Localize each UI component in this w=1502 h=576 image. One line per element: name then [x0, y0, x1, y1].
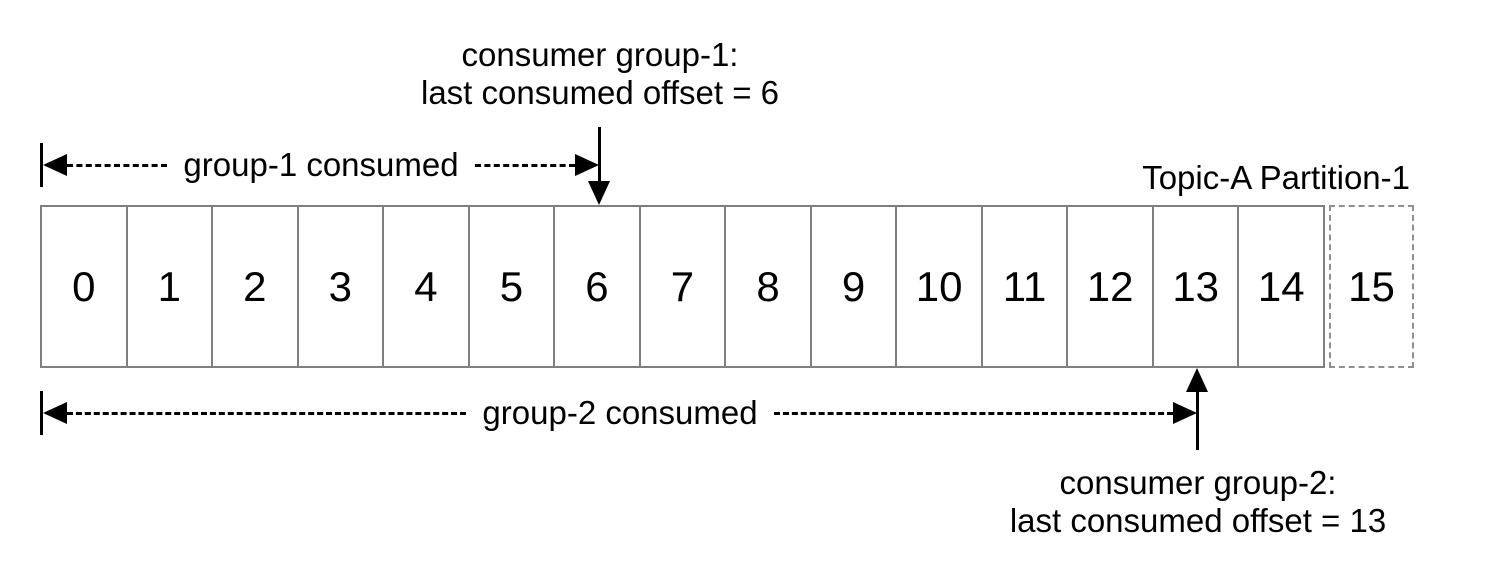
partition-title: Topic-A Partition-1	[1142, 159, 1410, 196]
partition-cell-9: 9	[812, 207, 898, 366]
group-1-consumed-label: group-1 consumed	[183, 146, 459, 183]
consumer-group-2-annotation-line-1: consumer group-2:	[1059, 464, 1337, 501]
partition-row: 0 1 2 3 4 5 6 7 8 9 10 11 12 13 14	[40, 205, 1325, 368]
partition-cell-7: 7	[641, 207, 727, 366]
dashed-line	[67, 163, 168, 167]
partition-cell-11: 11	[983, 207, 1069, 366]
group-2-consumed-label: group-2 consumed	[482, 394, 758, 431]
group-1-offset-pointer-line	[598, 127, 601, 184]
partition-cell-1: 1	[128, 207, 214, 366]
partition-cell-2: 2	[213, 207, 299, 366]
partition-cell-4: 4	[384, 207, 470, 366]
consumer-group-2-annotation: consumer group-2: last consumed offset =…	[958, 464, 1438, 540]
partition-cell-14: 14	[1257, 262, 1305, 310]
arrow-right-icon	[1173, 402, 1198, 424]
dashed-line	[773, 411, 1174, 415]
group-1-consumed-range-arrow: group-1 consumed	[40, 143, 600, 187]
partition-cell-15-dashed: 15	[1329, 205, 1414, 368]
partition-cell-12: 12	[1068, 207, 1154, 366]
dashed-line	[474, 163, 576, 167]
arrow-left-icon	[43, 402, 67, 424]
partition-cell-10: 10	[897, 207, 983, 366]
partition-cell-6: 6	[555, 207, 641, 366]
range-start-tick	[40, 143, 43, 187]
consumer-group-2-annotation-line-2: last consumed offset = 13	[1009, 502, 1387, 539]
consumer-group-1-annotation-line-2: last consumed offset = 6	[420, 74, 780, 111]
partition-cell-0: 0	[42, 207, 128, 366]
arrow-up-icon	[1186, 368, 1208, 392]
partition-cell-3: 3	[299, 207, 385, 366]
consumer-group-1-annotation: consumer group-1: last consumed offset =…	[380, 36, 820, 112]
partition-cell-8: 8	[726, 207, 812, 366]
range-start-tick	[40, 391, 43, 435]
partition-cell-5: 5	[470, 207, 556, 366]
partition-cell-13: 13	[1154, 207, 1240, 366]
group-2-offset-pointer-line	[1196, 386, 1199, 450]
arrow-down-icon	[588, 181, 610, 205]
group-2-consumed-range-arrow: group-2 consumed	[40, 391, 1198, 435]
dashed-line	[67, 411, 467, 415]
arrow-right-icon	[575, 154, 600, 176]
consumer-group-1-annotation-line-1: consumer group-1:	[461, 36, 739, 73]
arrow-left-icon	[43, 154, 67, 176]
